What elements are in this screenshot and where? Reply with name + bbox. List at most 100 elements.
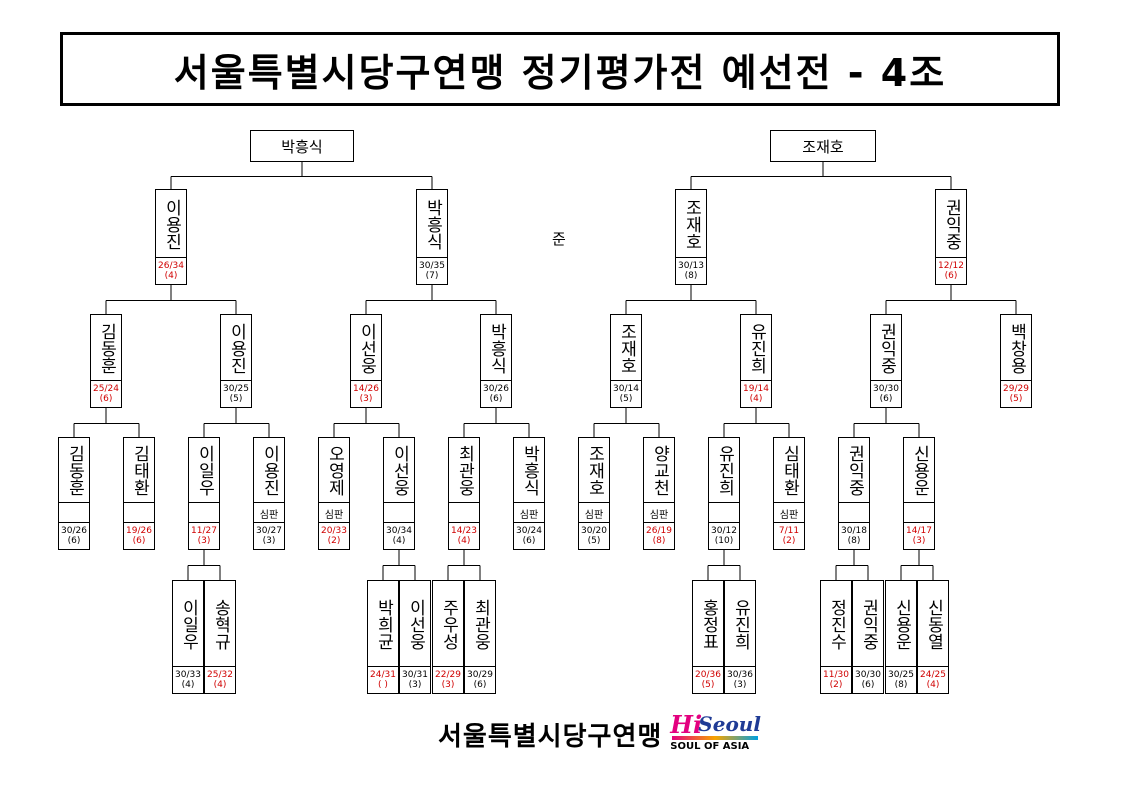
player-box: 김동훈 30/26(6) [58, 437, 90, 550]
rank-text: (4) [392, 536, 406, 546]
player-name: 주우성 [438, 598, 459, 650]
score-cell: 30/18(8) [839, 522, 869, 549]
score-text: 30/29 [467, 670, 493, 680]
judge-label: 심판 [254, 502, 284, 523]
judge-label [904, 502, 934, 523]
score-text: 30/30 [873, 384, 899, 394]
rank-text: (2) [782, 536, 796, 546]
score-text: 30/12 [711, 526, 737, 536]
player-name: 이선웅 [405, 598, 426, 650]
score-cell: 19/26(6) [124, 522, 154, 549]
player-name: 조재호 [584, 445, 605, 496]
rank-text: (5) [701, 680, 715, 690]
rank-text: (8) [847, 536, 861, 546]
player-name: 이용진 [226, 322, 247, 374]
score-cell: 30/20(5) [579, 522, 609, 549]
score-text: 20/33 [321, 526, 347, 536]
score-cell: 30/25(8) [886, 666, 916, 693]
player-name: 권익중 [844, 445, 865, 496]
player-box: 이일우 11/27(3) [188, 437, 220, 550]
rank-text: (5) [1009, 394, 1023, 404]
rank-text: (6) [944, 271, 958, 281]
center-mark: 준 [552, 230, 566, 248]
player-box: 최관웅 14/23(4) [448, 437, 480, 550]
rank-text: (4) [213, 680, 227, 690]
score-text: 19/26 [126, 526, 152, 536]
judge-label [59, 502, 89, 523]
rank-text: (8) [652, 536, 666, 546]
score-cell: 30/13(8) [676, 257, 706, 284]
score-cell: 30/12(10) [709, 522, 739, 549]
logo-seoul-text: Seoul [698, 712, 761, 736]
player-name: 박흥식 [422, 198, 443, 250]
finalist-name: 박흥식 [281, 137, 323, 156]
score-text: 14/17 [906, 526, 932, 536]
score-text: 24/25 [920, 670, 946, 680]
finalist-box: 조재호 [770, 130, 876, 162]
judge-label [709, 502, 739, 523]
player-name: 정진수 [826, 598, 847, 650]
rank-text: (10) [714, 536, 734, 546]
rank-text: (6) [132, 536, 146, 546]
judge-label [839, 502, 869, 523]
score-text: 30/31 [402, 670, 428, 680]
score-text: 11/30 [823, 670, 849, 680]
player-name: 조재호 [681, 198, 702, 250]
player-name: 이일우 [194, 445, 215, 496]
score-text: 30/33 [175, 670, 201, 680]
player-name: 김태환 [129, 445, 150, 496]
player-name: 오영제 [324, 445, 345, 496]
judge-label: 심판 [774, 502, 804, 523]
score-text: 30/35 [419, 261, 445, 271]
player-name: 최관웅 [454, 445, 475, 496]
score-cell: 14/23(4) [449, 522, 479, 549]
player-box: 이선웅 30/34(4) [383, 437, 415, 550]
player-name: 신용운 [909, 445, 930, 496]
score-cell: 30/25(5) [221, 380, 251, 407]
score-text: 30/18 [841, 526, 867, 536]
judge-label: 심판 [579, 502, 609, 523]
logo-tagline: SOUL OF ASIA [670, 741, 750, 752]
rank-text: (3) [441, 680, 455, 690]
player-box: 신용운 14/17(3) [903, 437, 935, 550]
score-cell: 20/36(5) [693, 666, 723, 693]
score-text: 26/19 [646, 526, 672, 536]
player-name: 김동훈 [96, 322, 117, 374]
score-text: 30/36 [727, 670, 753, 680]
player-name: 권익중 [941, 198, 962, 250]
finalist-name: 조재호 [802, 137, 844, 156]
player-name: 이일우 [178, 598, 199, 650]
score-text: 22/29 [435, 670, 461, 680]
rank-text: (3) [733, 680, 747, 690]
rank-text: (6) [522, 536, 536, 546]
rank-text: (8) [894, 680, 908, 690]
score-cell: 30/30(6) [853, 666, 883, 693]
score-cell: 30/31(3) [400, 666, 430, 693]
judge-label: 심판 [644, 502, 674, 523]
score-cell: 30/27(3) [254, 522, 284, 549]
score-cell: 30/29(6) [465, 666, 495, 693]
footer: 서울특별시당구연맹 Hi Seoul SOUL OF ASIA [438, 710, 761, 758]
player-box: 이용진 30/25(5) [220, 314, 252, 408]
player-name: 박흥식 [486, 322, 507, 374]
rank-text: (6) [99, 394, 113, 404]
score-cell: 30/30(6) [871, 380, 901, 407]
rank-text: (4) [457, 536, 471, 546]
score-text: 30/25 [888, 670, 914, 680]
score-text: 30/20 [581, 526, 607, 536]
score-text: 29/29 [1003, 384, 1029, 394]
score-cell: 30/14(5) [611, 380, 641, 407]
finalist-box: 박흥식 [250, 130, 354, 162]
